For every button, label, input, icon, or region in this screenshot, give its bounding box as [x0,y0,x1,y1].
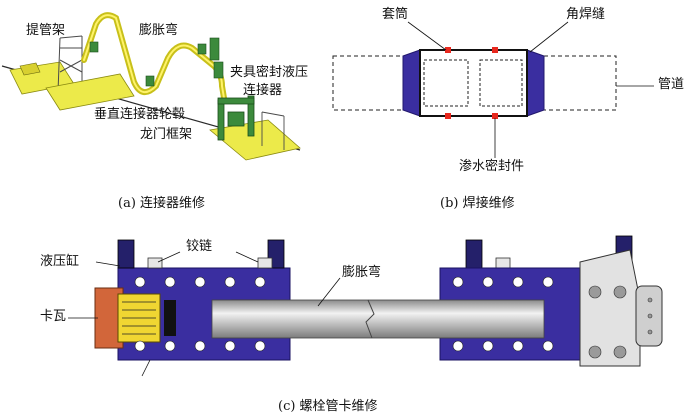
gantry-frame-rear [261,111,285,150]
expansion-bend-pipe [211,299,545,339]
clamp-bolts [134,276,554,352]
bolt-head [164,340,176,352]
seep-seals [445,47,498,119]
bolt-head [512,340,524,352]
label-pipeline: 管道 [658,77,685,92]
bolt-head [482,276,494,288]
pipeline-left-dashed [332,55,404,111]
pipe-break-mark [365,299,375,339]
bolt-head [224,276,236,288]
bolt-head [542,340,554,352]
bolt-head [134,340,146,352]
bolt-head [482,340,494,352]
bolt-head [452,340,464,352]
label-clamp-connector-2: 连接器 [243,83,283,98]
gantry-frame [217,95,255,141]
label-sleeve: 套筒 [382,7,409,22]
bolt-head [254,340,266,352]
middle-platform [45,73,135,111]
label-expansion-bend-a: 膨胀弯 [139,23,179,38]
fillet-weld-left [402,49,421,117]
left-black-insert [164,300,176,336]
end-flange-bolts [588,285,653,359]
label-expansion-bend-c: 膨胀弯 [342,265,382,280]
label-clamp-connector-1: 夹具密封液压 [230,65,309,80]
caption-b: (b) 焊接维修 [440,196,515,211]
bolt-head [512,276,524,288]
label-slip: 卡瓦 [40,309,67,324]
bolt-head [452,276,464,288]
label-pipe-rack: 提管架 [26,23,66,38]
panel-c-leaders [68,251,341,377]
panel-a-illustration [1,12,301,161]
bolt-head [224,340,236,352]
label-hydraulic-cylinder: 液压缸 [40,254,80,269]
caption-c: (c) 螺栓管卡维修 [278,399,378,414]
bolt-head [254,276,266,288]
sleeve [419,49,528,117]
fillet-weld-right [526,49,545,117]
pipe-rack [57,35,83,93]
panel-c-illustration [68,235,663,377]
panel-b-illustration [332,21,654,158]
sleeve-inner-left [423,59,469,107]
bolt-head [164,276,176,288]
label-hinge: 铰链 [186,239,213,254]
end-flange-body [579,249,641,367]
left-slip-teeth [122,301,156,335]
caption-a: (a) 连接器维修 [118,196,206,211]
label-fillet-weld: 角焊缝 [566,7,606,22]
bolt-head [194,276,206,288]
pipeline-right-dashed [543,55,617,111]
hinges [147,255,621,269]
bolt-head [194,340,206,352]
label-gantry-frame: 龙门框架 [140,127,193,142]
sleeve-inner-right [479,59,523,107]
pipe-rack-base [19,62,41,76]
label-vertical-connector-hub: 垂直连接器轮毂 [94,107,186,122]
panel-b-leaders [407,21,654,158]
label-seep-seal: 渗水密封件 [459,159,525,174]
bend-connectors [89,37,224,87]
bolt-head [134,276,146,288]
bolt-head [542,276,554,288]
